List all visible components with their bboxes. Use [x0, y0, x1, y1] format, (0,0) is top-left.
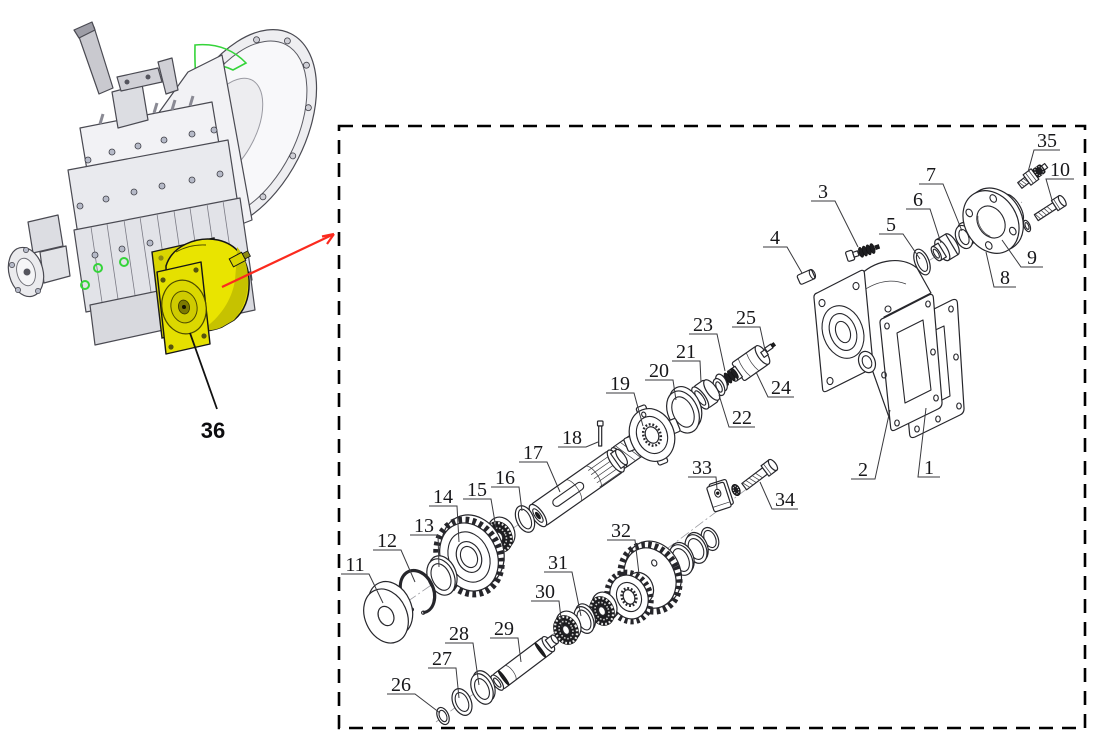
- part-label-32: 32: [611, 520, 631, 542]
- detail-box-border: [337, 124, 1087, 730]
- part-13-ring: [426, 555, 458, 596]
- part-16-ring: [514, 505, 536, 533]
- part-label-27: 27: [432, 648, 452, 670]
- part-18-pin: [596, 420, 604, 447]
- part-33-nut: [731, 483, 741, 497]
- part-label-6: 6: [913, 189, 923, 211]
- part-label-1: 1: [924, 457, 934, 479]
- part-label-4: 4: [770, 227, 780, 249]
- part-label-11: 11: [345, 554, 364, 576]
- pto-nipple: [228, 250, 251, 268]
- housing-bore: [821, 305, 865, 359]
- part-29-shaft: [490, 634, 559, 691]
- part-label-20: 20: [649, 360, 669, 382]
- part-27-ring: [451, 688, 473, 716]
- part-21-cup: [691, 379, 721, 410]
- green-seal-rings: [80, 257, 129, 290]
- part-17-shaft: [528, 448, 629, 528]
- part-11-washer: [363, 581, 414, 644]
- part-34-bolt: [741, 458, 779, 491]
- part-label-9: 9: [1027, 247, 1037, 269]
- part-label-34: 34: [775, 489, 795, 511]
- pto-unit-highlighted: [151, 237, 251, 355]
- housing-flange-holes: [881, 300, 939, 427]
- cover-bolt-holes: [965, 194, 1017, 250]
- part-label-12: 12: [377, 530, 397, 552]
- part-8-9-bearing-cover: [962, 187, 1025, 254]
- leader-lines: [341, 149, 1074, 714]
- part-label-13: 13: [414, 515, 434, 537]
- part-label-8: 8: [1000, 267, 1010, 289]
- part-label-25: 25: [736, 307, 756, 329]
- part-label-18: 18: [562, 427, 582, 449]
- part-label-21: 21: [676, 341, 696, 363]
- output-flange: [7, 214, 71, 298]
- part-label-22: 22: [732, 407, 752, 429]
- part-label-26: 26: [391, 674, 411, 696]
- exploded-view: 1 2 3 4 5 6 7 8 9 10 11 12 13 14 15 16 1…: [341, 130, 1074, 726]
- part-3-screw-spring: [845, 243, 881, 262]
- part-label-15: 15: [467, 479, 487, 501]
- case-bolts: [76, 126, 224, 259]
- part-2-housing: [813, 260, 943, 432]
- label-36-leader: [189, 332, 218, 410]
- part-35-fitting: [1017, 162, 1049, 189]
- overview-part-label: 36: [201, 418, 225, 443]
- part-label-19: 19: [610, 373, 630, 395]
- part-4-pin: [796, 268, 817, 285]
- part-label-14: 14: [433, 486, 453, 508]
- part-10-bolt: [1033, 194, 1067, 222]
- shift-lever: [73, 21, 179, 129]
- part-label-28: 28: [449, 623, 469, 645]
- part-26-ring: [436, 706, 450, 726]
- part-label-5: 5: [886, 214, 896, 236]
- part-33-lock-plate: [706, 478, 734, 513]
- pto-face-rings: [161, 279, 207, 335]
- part-label-10: 10: [1050, 159, 1070, 181]
- part-label-31: 31: [548, 552, 568, 574]
- red-arrow: [221, 232, 335, 288]
- gearbox-3d-view: 36: [7, 21, 335, 443]
- part-30-bearing: [553, 610, 582, 645]
- part-label-3: 3: [818, 181, 828, 203]
- part-31-bearing-rear: [589, 591, 618, 626]
- part-labels: 1 2 3 4 5 6 7 8 9 10 11 12 13 14 15 16 1…: [345, 130, 1070, 696]
- part-label-17: 17: [523, 442, 543, 464]
- part-label-33: 33: [692, 457, 712, 479]
- part-label-29: 29: [494, 618, 514, 640]
- part-label-23: 23: [693, 314, 713, 336]
- part-label-2: 2: [858, 459, 868, 481]
- part-25-screw: [764, 342, 777, 353]
- part-label-16: 16: [495, 467, 515, 489]
- part-label-35: 35: [1037, 130, 1057, 152]
- part-label-30: 30: [535, 581, 555, 603]
- part-label-24: 24: [771, 377, 791, 399]
- part-6-plug: [930, 233, 960, 262]
- part-label-7: 7: [926, 164, 936, 186]
- part-10-washer: [1022, 219, 1032, 233]
